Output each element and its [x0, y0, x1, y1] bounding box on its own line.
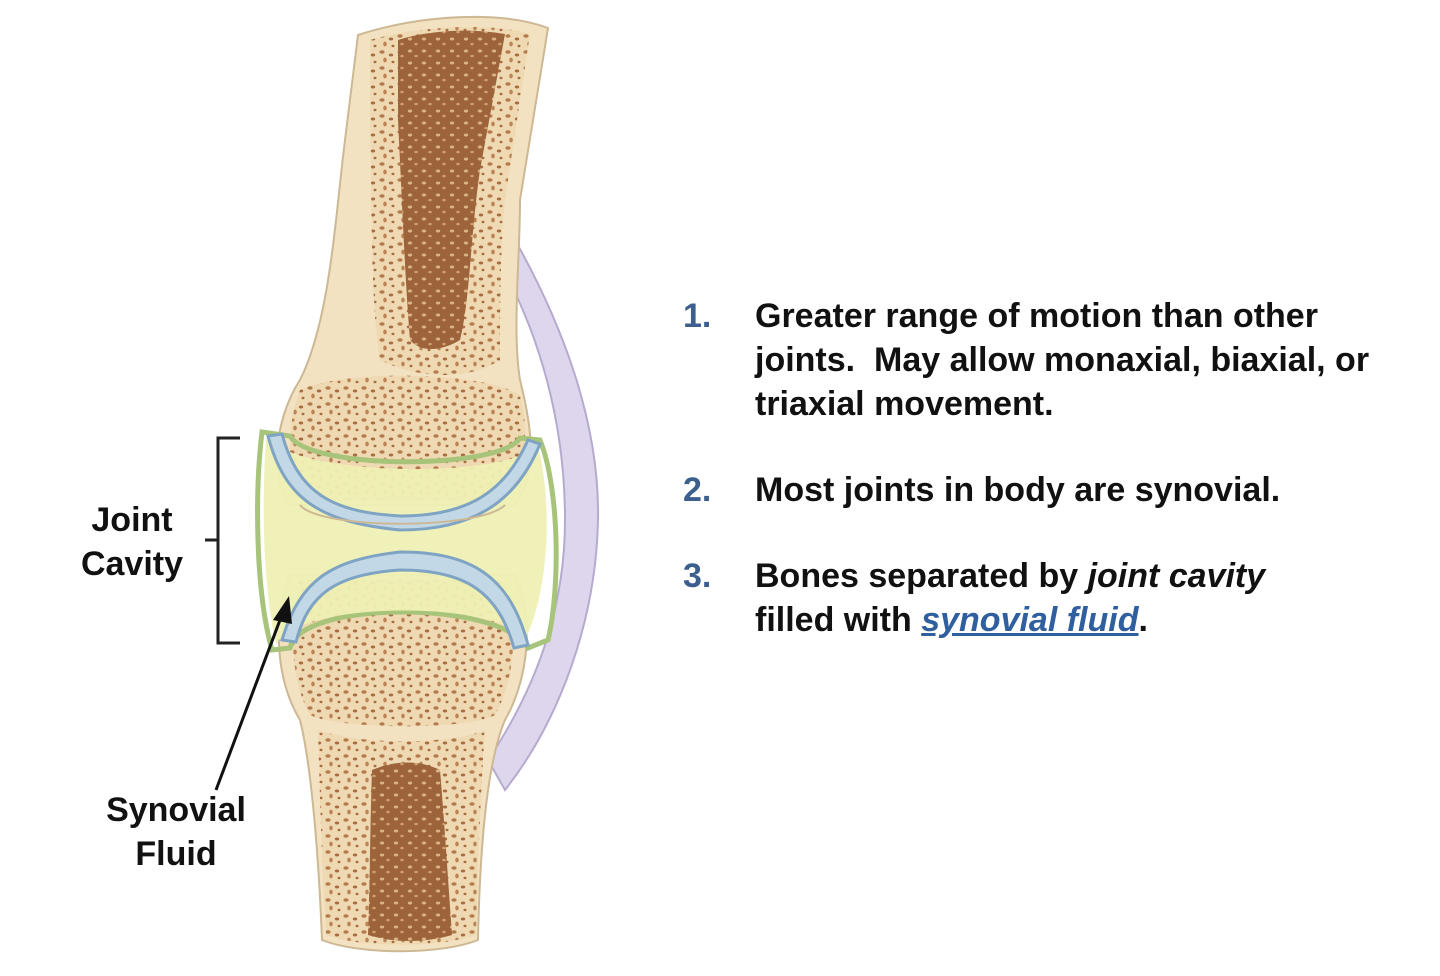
- joint-cavity-label-line-1: Joint: [91, 501, 173, 539]
- synovial-fluid-arrow-line: [214, 611, 285, 791]
- feature-item-2: 2. Most joints in body are synovial.: [683, 468, 1423, 512]
- upper-cartilage: [266, 432, 542, 532]
- feature-3-suffix: .: [1138, 601, 1148, 639]
- feature-item-3: 3. Bones separated by joint cavity fille…: [683, 554, 1423, 642]
- feature-text-2: Most joints in body are synovial.: [755, 471, 1281, 509]
- synovial-fluid-region: [263, 438, 547, 644]
- synovial-membrane: [255, 429, 559, 653]
- feature-3-prefix: Bones separated by: [755, 557, 1088, 595]
- feature-number-3: 3.: [683, 557, 712, 595]
- feature-list: 1. Greater range of motion than other jo…: [683, 294, 1423, 642]
- feature-text-3: Bones separated by joint cavity filled w…: [755, 554, 1423, 642]
- upper-marrow: [398, 30, 505, 349]
- joint-cavity-term: joint cavity: [1087, 557, 1266, 595]
- lower-cartilage: [280, 550, 530, 650]
- lower-marrow: [368, 762, 452, 941]
- synovial-fluid-label-line-1: Synovial: [106, 791, 246, 829]
- synovial-fluid-label: Synovial Fluid: [92, 788, 260, 876]
- feature-1-line-3: triaxial movement.: [755, 385, 1054, 423]
- feature-1-line-1: Greater range of motion than other: [755, 297, 1318, 335]
- feature-item-1: 1. Greater range of motion than other jo…: [683, 294, 1423, 426]
- joint-cavity-label: Joint Cavity: [62, 498, 202, 586]
- feature-text-1: Greater range of motion than other joint…: [755, 294, 1423, 426]
- feature-3-line-2-prefix: filled with: [755, 601, 922, 639]
- synovial-fluid-link[interactable]: synovial fluid: [921, 601, 1139, 639]
- joint-cavity-bracket: [205, 436, 240, 645]
- feature-1-line-2: joints. May allow monaxial, biaxial, or: [755, 341, 1370, 379]
- synovial-fluid-arrowhead: [273, 596, 292, 624]
- feature-number-1: 1.: [683, 297, 712, 335]
- synovial-joint-illustration: [205, 15, 600, 953]
- synovial-fluid-label-line-2: Fluid: [135, 835, 217, 873]
- joint-capsule: [486, 238, 600, 792]
- feature-number-2: 2.: [683, 471, 712, 509]
- joint-cavity-label-line-2: Cavity: [80, 545, 184, 583]
